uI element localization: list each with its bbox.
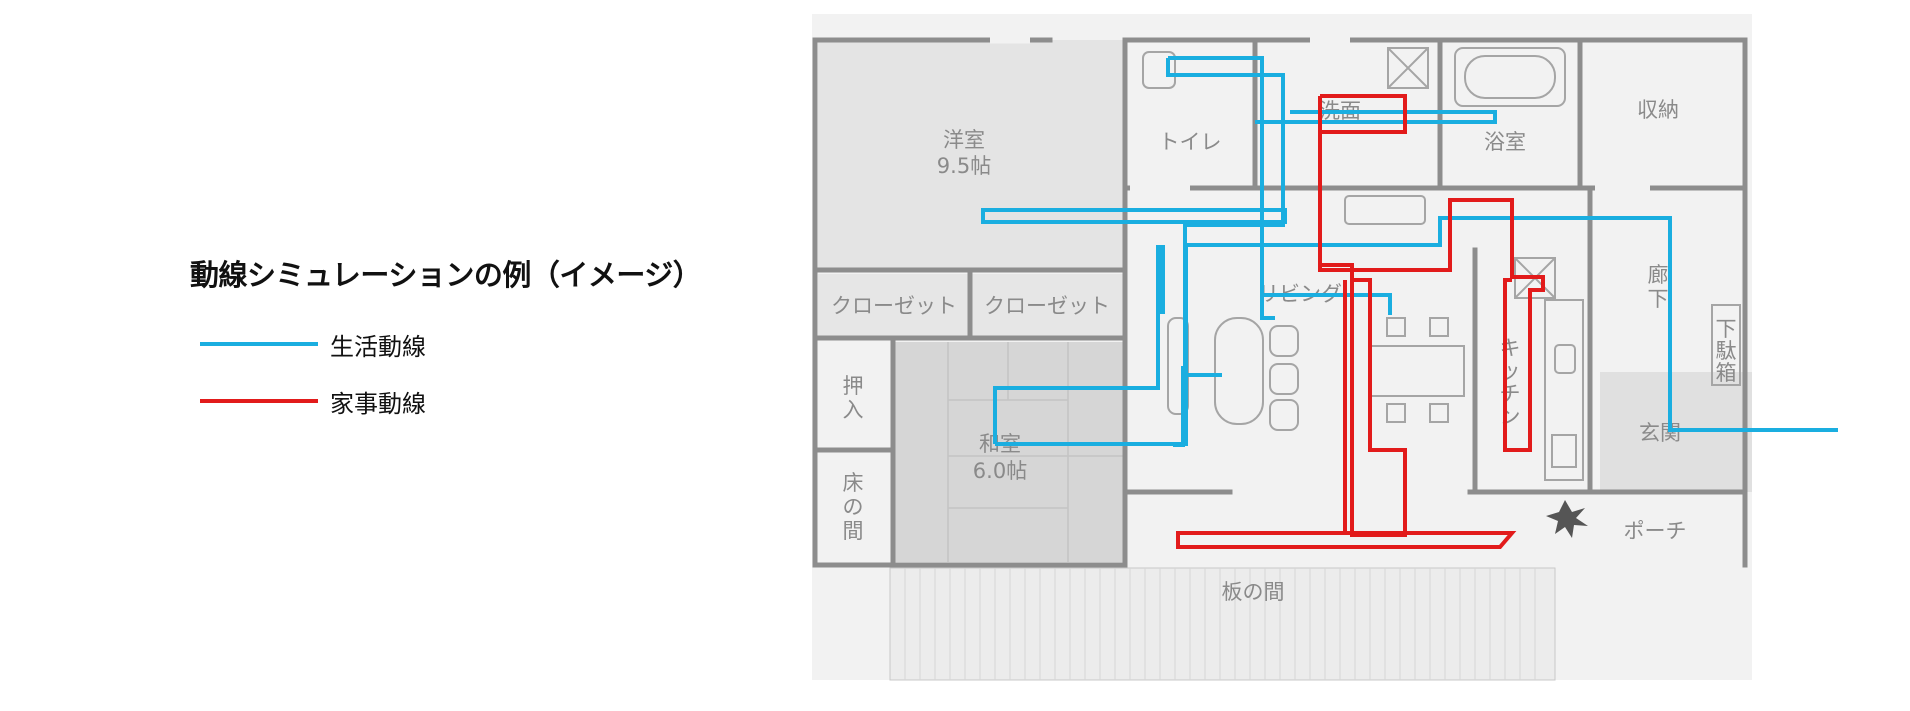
- label-kitchen-1: キ: [1500, 336, 1521, 360]
- stove: [1551, 434, 1577, 468]
- label-entrance: 玄関: [1639, 421, 1681, 445]
- label-toilet: トイレ: [1159, 130, 1222, 154]
- kitchen-sink: [1554, 344, 1576, 374]
- label-oshiire-1: 押: [843, 374, 864, 398]
- housework-route-1: [1318, 94, 1545, 452]
- label-kitchen-3: チ: [1500, 382, 1521, 406]
- living-route-2: [1166, 58, 1275, 320]
- label-tokonoma-3: 間: [843, 519, 864, 543]
- legend-label-living-route: 生活動線: [330, 332, 426, 361]
- shoe-box: [1711, 304, 1741, 386]
- legend-item-housework-route: 家事動線: [200, 384, 426, 418]
- fixtures: [1142, 47, 1741, 481]
- living-routes: [981, 56, 1838, 447]
- coffee-table: [1214, 317, 1264, 425]
- label-corridor-1: 廊: [1648, 263, 1669, 287]
- sofa-seat-3: [1269, 399, 1299, 431]
- legend-title: 動線シミュレーションの例（イメージ）: [190, 258, 702, 292]
- porch-lamp-icon: [1546, 500, 1588, 538]
- label-bathroom: 浴室: [1484, 130, 1526, 154]
- chair-3: [1386, 403, 1406, 423]
- living-route-4: [1158, 245, 1165, 314]
- legend-swatch-red: [200, 399, 318, 403]
- openings: [990, 36, 1650, 192]
- legend-label-housework-route: 家事動線: [330, 389, 426, 418]
- label-closet-1: クローゼット: [831, 294, 957, 318]
- legend-item-living-route: 生活動線: [200, 327, 426, 361]
- living-route-3: [981, 208, 1287, 224]
- label-western-room-2: 9.5帖: [937, 154, 991, 178]
- label-kitchen-2: ッ: [1500, 359, 1521, 383]
- living-route-7: [993, 245, 1160, 444]
- label-japanese-room-2: 6.0帖: [973, 459, 1027, 483]
- chair-4: [1429, 403, 1449, 423]
- housework-route-3: [1176, 531, 1517, 549]
- label-tokonoma-1: 床: [843, 471, 864, 495]
- label-oshiire-2: 入: [843, 398, 864, 422]
- label-shoe-box-3: 箱: [1716, 361, 1737, 385]
- wood-deck-planks: [904, 568, 1536, 680]
- label-corridor-2: 下: [1648, 287, 1669, 311]
- label-storage: 収納: [1637, 98, 1679, 122]
- wood-deck-floor: [889, 567, 1556, 681]
- tatami-lines: [947, 342, 1123, 562]
- label-shoe-box-2: 駄: [1716, 339, 1737, 363]
- label-closet-2: クローゼット: [984, 294, 1110, 318]
- sofa-seat-2: [1269, 363, 1299, 395]
- legend-swatch-blue: [200, 342, 318, 346]
- label-shoe-box-1: 下: [1716, 317, 1737, 341]
- label-porch: ポーチ: [1624, 519, 1687, 543]
- label-wood-deck: 板の間: [1222, 580, 1285, 604]
- chair-1: [1386, 317, 1406, 337]
- label-western-room-1: 洋室: [943, 128, 985, 152]
- walls: [812, 37, 1748, 568]
- chair-2: [1429, 317, 1449, 337]
- toilet-fixture: [1142, 51, 1176, 89]
- living-route-8: [1262, 293, 1392, 315]
- living-route-6: [995, 216, 1838, 446]
- living-route-9: [1173, 366, 1185, 447]
- housework-routes: [1176, 94, 1545, 549]
- living-route-5: [1255, 110, 1497, 124]
- bathtub: [1454, 47, 1566, 107]
- label-tokonoma-2: の: [843, 495, 864, 519]
- western-room-floor: [818, 40, 1124, 270]
- sofa-seat-1: [1269, 325, 1299, 357]
- sink-counter: [1344, 195, 1426, 225]
- label-kitchen-4: ン: [1500, 405, 1521, 429]
- washroom-box: [1387, 47, 1429, 89]
- kitchen-counter: [1544, 299, 1584, 481]
